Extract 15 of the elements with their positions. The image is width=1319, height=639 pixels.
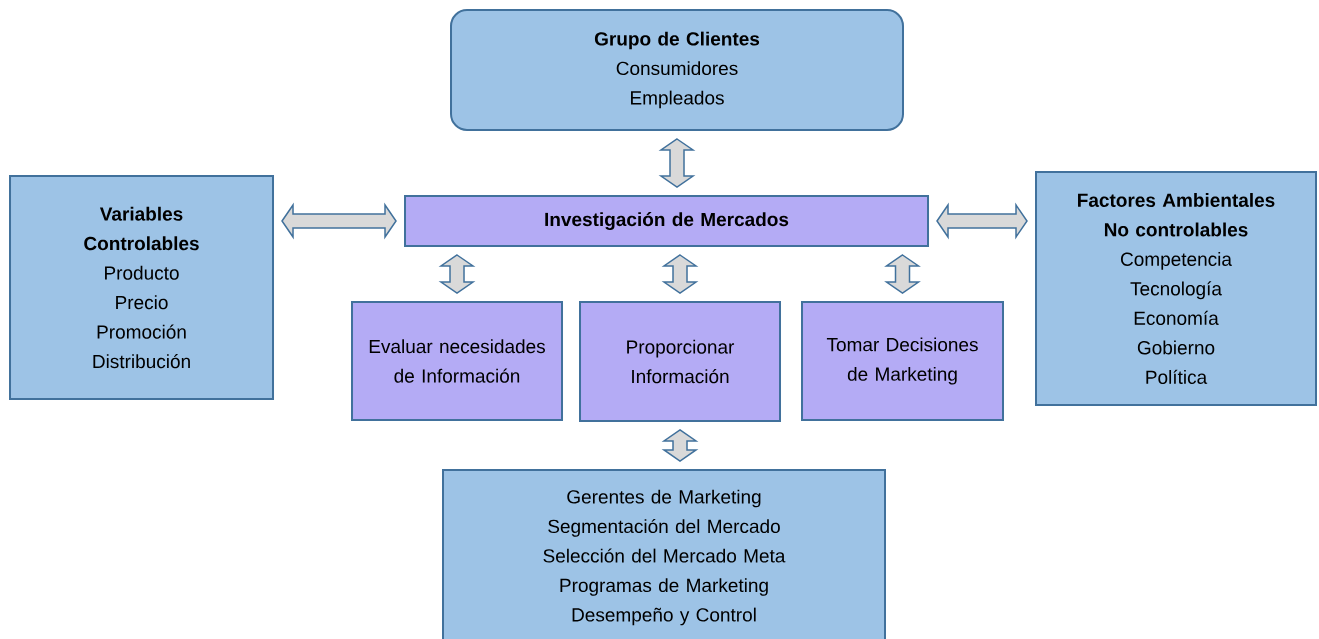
box: Tomar Decisiones de Marketing [801, 301, 1004, 421]
box: Factores Ambientales No controlables Competencia Tecnología Economía Gobierno Política [1035, 171, 1317, 406]
block-arrow [281, 202, 397, 240]
box: Evaluar necesidades de Información [351, 301, 563, 421]
block-arrow [438, 254, 476, 294]
box: Investigación de Mercados [404, 195, 929, 247]
block-arrow [661, 429, 699, 462]
block-arrow [661, 254, 699, 294]
block-arrow [884, 254, 921, 294]
block-arrow [658, 138, 696, 188]
rounded-box: Grupo de Clientes Consumidores Empleados [450, 9, 904, 131]
block-arrow [936, 202, 1028, 240]
box: Gerentes de Marketing Segmentación del Mercado Selección del Mercado Meta Programas de Marketing Desempeño y Control [442, 469, 886, 639]
box: Proporcionar Información [579, 301, 781, 422]
box: Variables Controlables Producto Precio Promoción Distribución [9, 175, 274, 400]
